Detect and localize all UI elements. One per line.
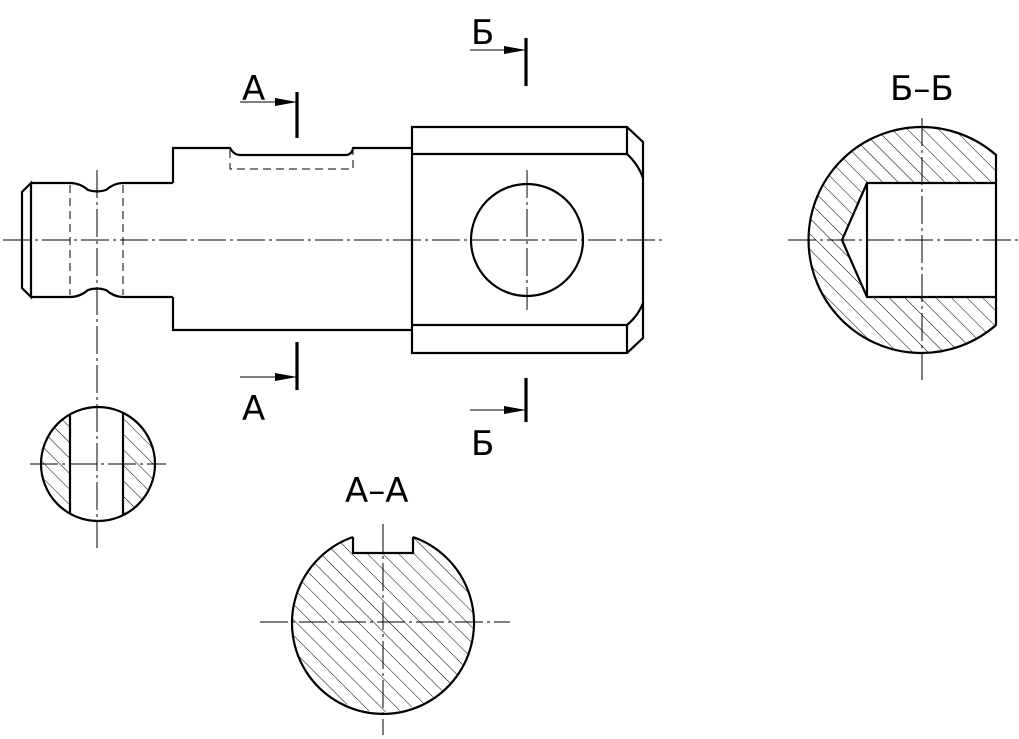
keyway-hidden-line — [229, 150, 354, 170]
cross-hole-section — [30, 405, 166, 523]
arrow-icon — [504, 406, 526, 414]
arrow-icon — [504, 46, 526, 54]
section-a-a: А–А — [260, 471, 510, 735]
section-mark-a: А А — [240, 69, 299, 429]
section-b-b-title: Б–Б — [890, 69, 954, 109]
section-b-b: Б–Б — [788, 69, 1018, 380]
section-a-a-title: А–А — [345, 471, 409, 511]
head-block-outline — [410, 125, 645, 355]
section-b-top-label: Б — [471, 13, 494, 53]
section-mark-b: Б Б — [470, 13, 528, 464]
section-a-top-label: А — [242, 69, 265, 109]
arrow-icon — [275, 98, 297, 106]
arrow-icon — [275, 373, 297, 381]
section-b-bottom-label: Б — [471, 424, 494, 464]
section-a-bottom-label: А — [242, 389, 265, 429]
main-view — [3, 125, 662, 548]
middle-cylinder-outline — [171, 146, 412, 332]
